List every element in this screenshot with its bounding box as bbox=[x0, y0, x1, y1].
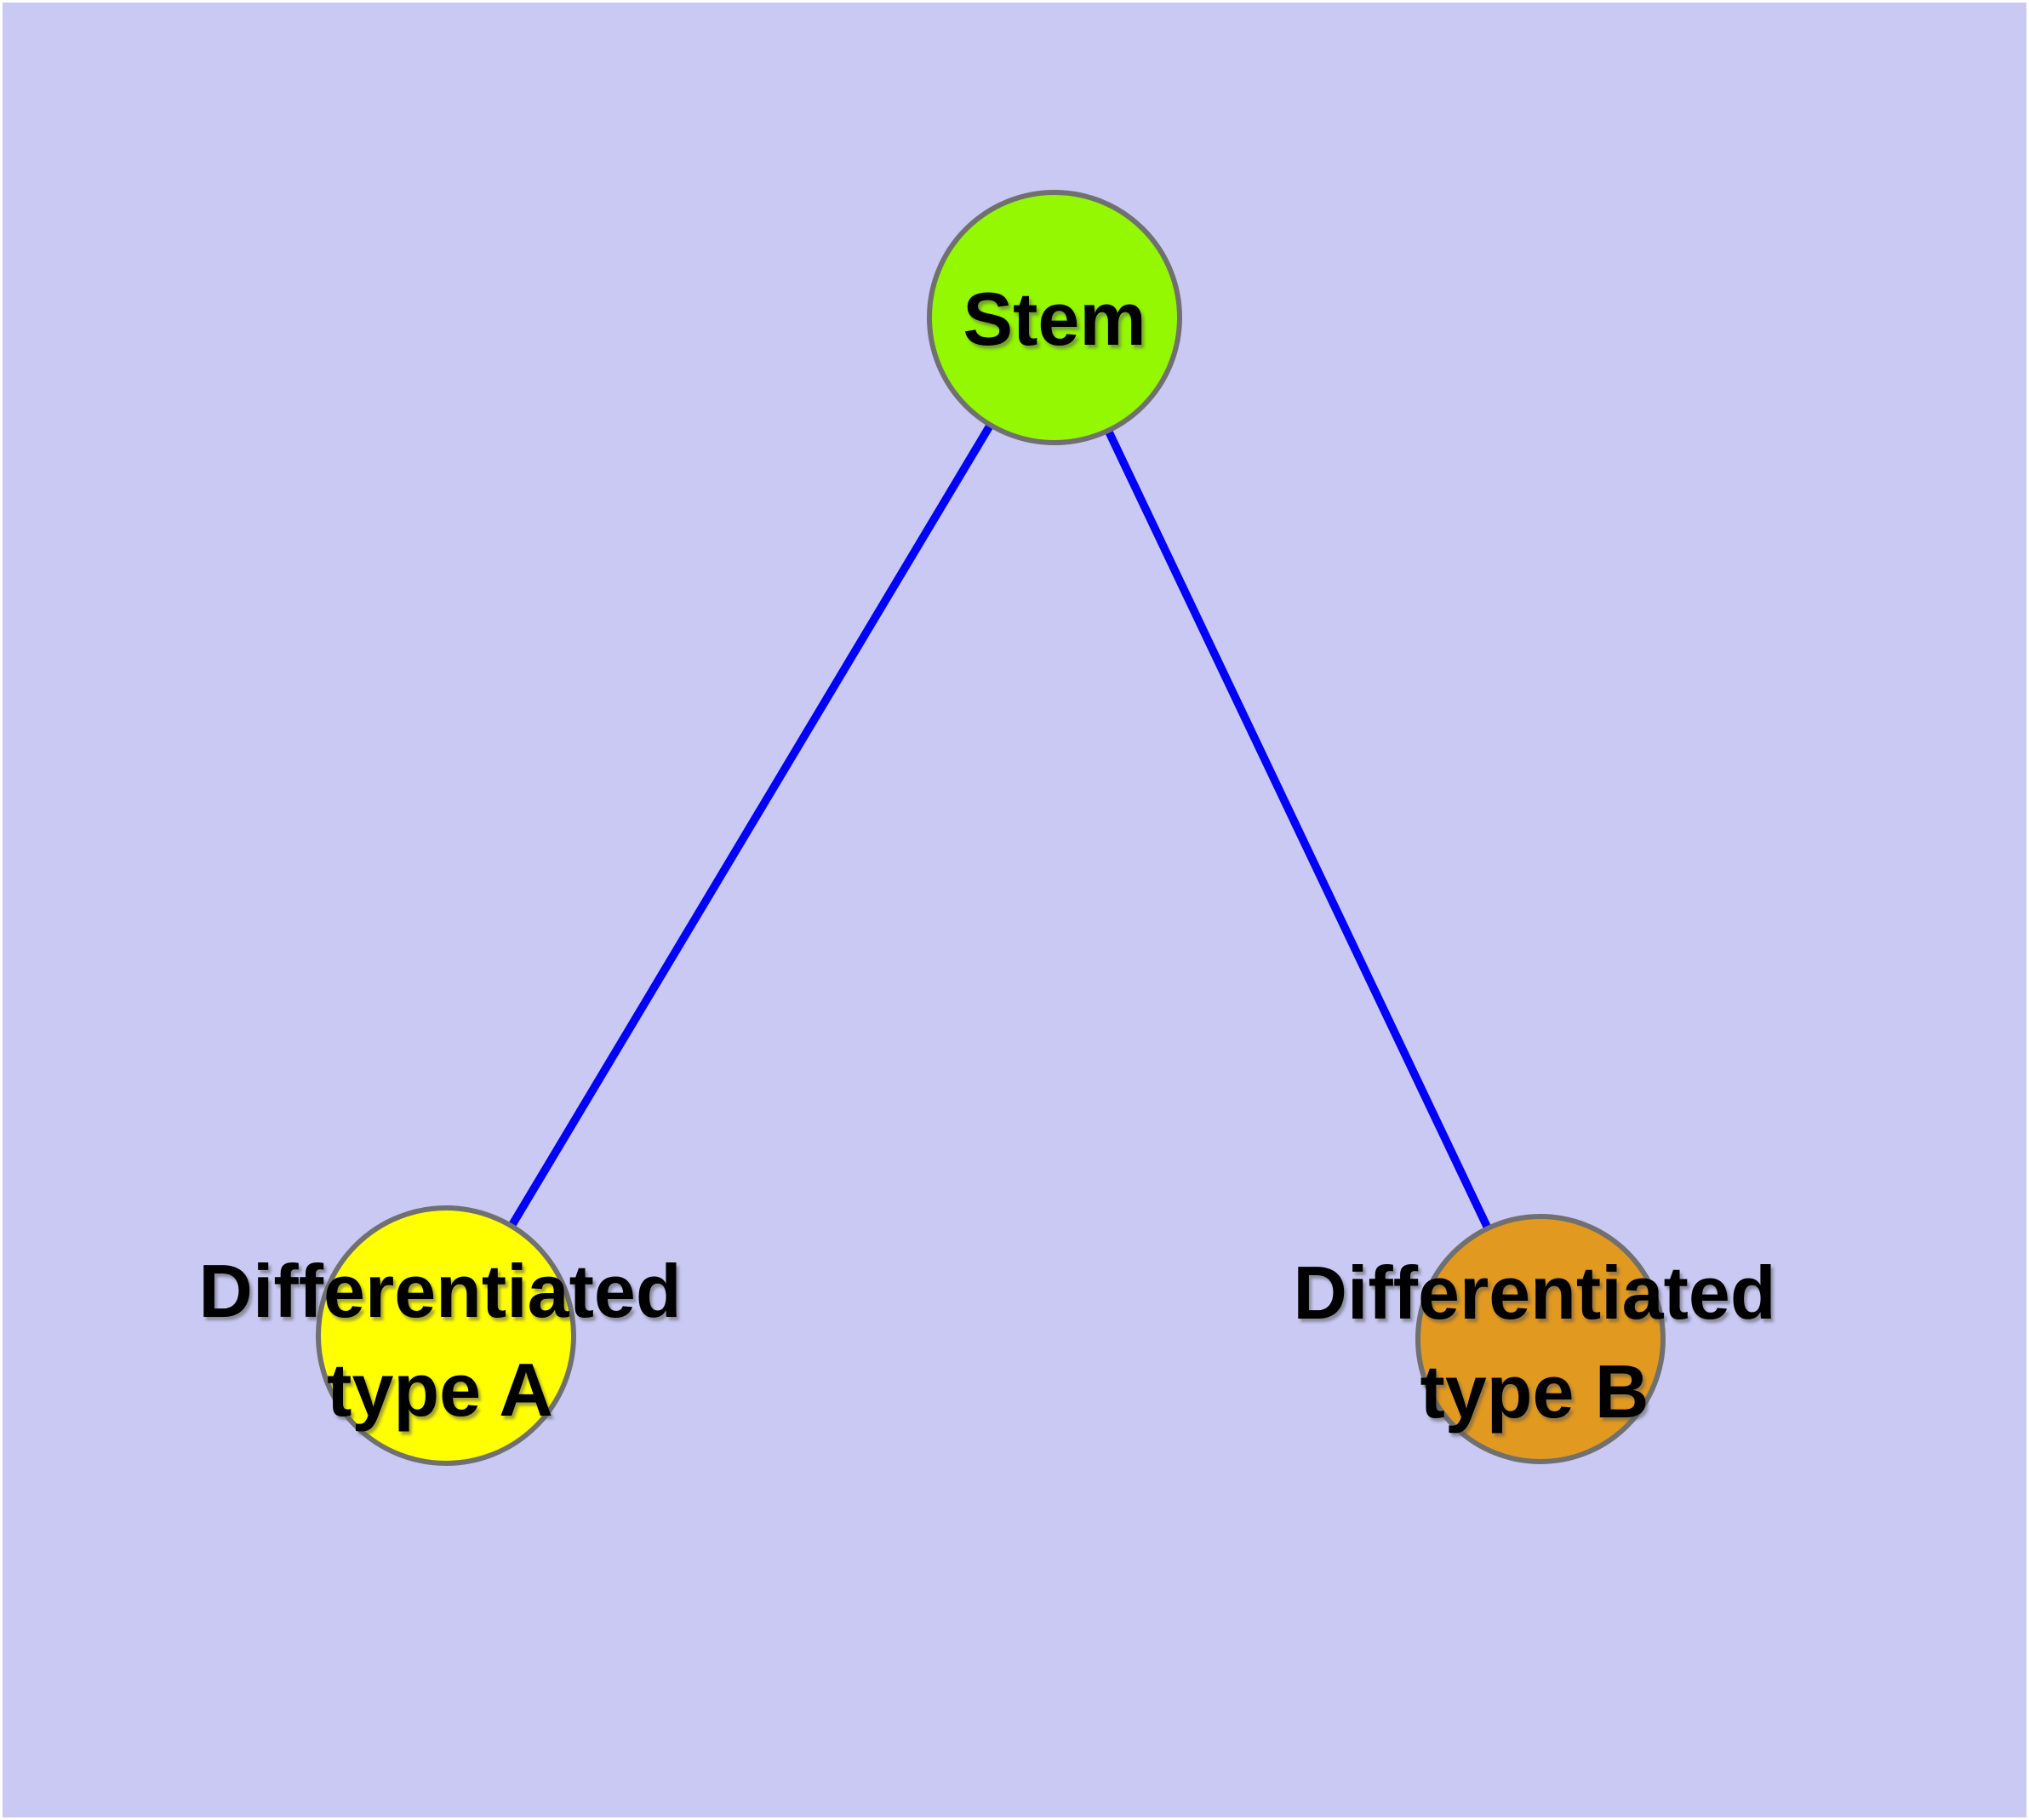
edge-stem-to-typeA bbox=[442, 315, 1059, 1338]
node-stem-circle bbox=[927, 190, 1182, 445]
edges-layer bbox=[442, 315, 1545, 1342]
node-differentiated-type-a-circle bbox=[316, 1205, 576, 1466]
edge-stem-to-typeB bbox=[1050, 315, 1545, 1342]
node-differentiated-type-b-circle bbox=[1415, 1214, 1666, 1464]
